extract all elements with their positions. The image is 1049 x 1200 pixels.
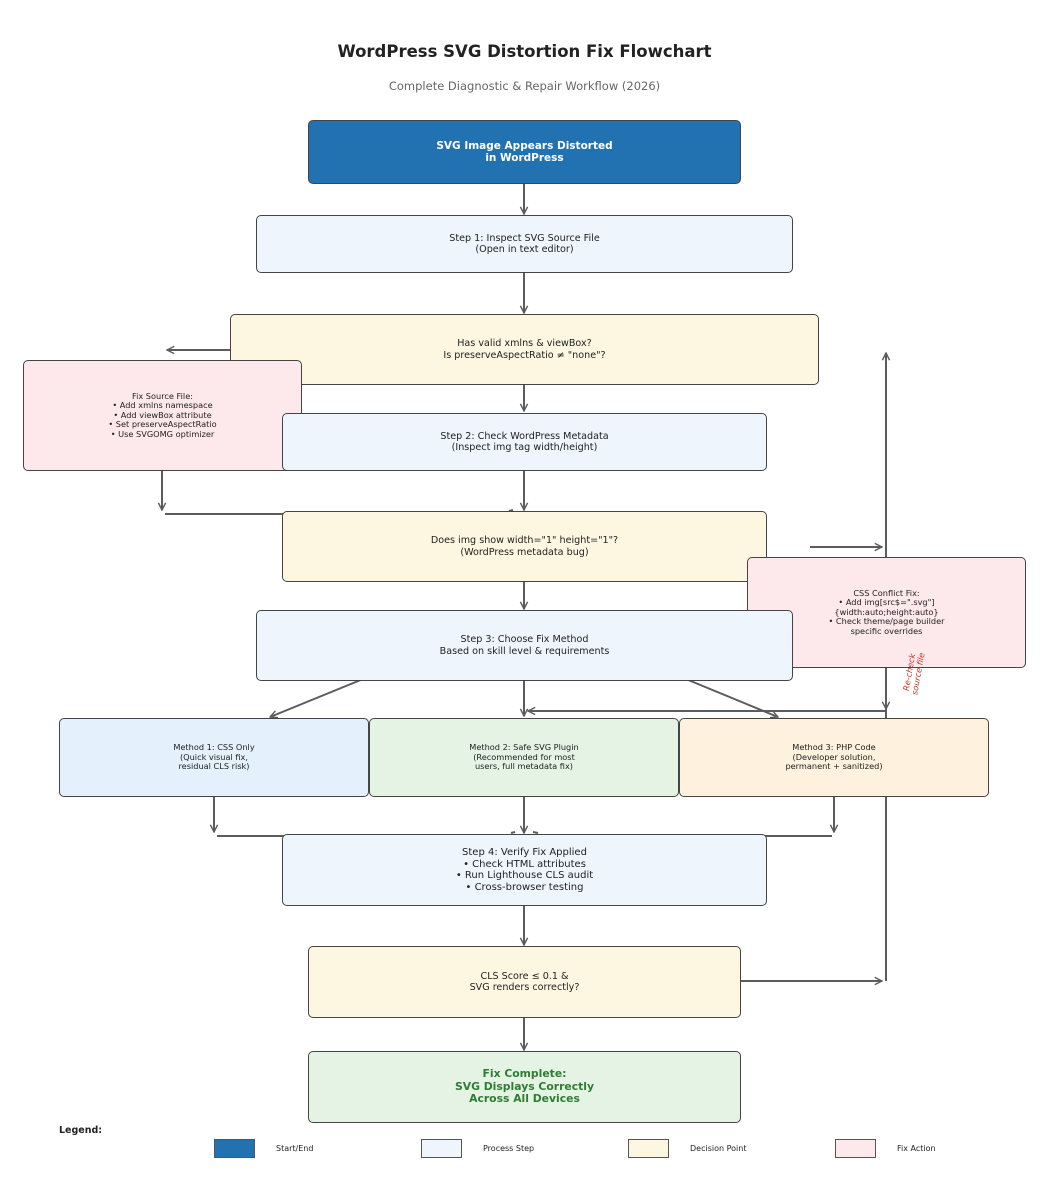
node-step4-label: Step 4: Verify Fix Applied • Check HTML … — [455, 847, 594, 893]
line-merge-tick-left — [510, 831, 516, 834]
legend-swatch-process — [421, 1139, 462, 1158]
node-fix-source-label: Fix Source File: • Add xmlns namespace •… — [108, 390, 217, 439]
arrow-step3-to-method1 — [270, 676, 369, 717]
node-end-label: Fix Complete: SVG Displays Correctly Acr… — [454, 1067, 595, 1106]
node-step1-label: Step 1: Inspect SVG Source File (Open in… — [449, 232, 600, 255]
legend-title: Legend: — [59, 1125, 103, 1136]
node-decision3: CLS Score ≤ 0.1 & SVG renders correctly? — [308, 946, 741, 1018]
legend-label-fix: Fix Action — [897, 1144, 936, 1153]
node-start-label: SVG Image Appears Distorted in WordPress — [436, 139, 613, 164]
legend-swatch-start-end — [214, 1139, 255, 1158]
node-decision2: Does img show width="1" height="1"? (Wor… — [282, 511, 767, 582]
node-step4: Step 4: Verify Fix Applied • Check HTML … — [282, 834, 767, 906]
node-css-fix-label: CSS Conflict Fix: • Add img[src$=".svg"]… — [828, 587, 945, 636]
node-step3: Step 3: Choose Fix Method Based on skill… — [256, 610, 793, 681]
node-css-fix: CSS Conflict Fix: • Add img[src$=".svg"]… — [747, 557, 1026, 668]
legend-label-decision: Decision Point — [690, 1144, 747, 1153]
legend-label-process: Process Step — [483, 1144, 535, 1153]
node-method1: Method 1: CSS Only (Quick visual fix, re… — [59, 718, 369, 797]
node-fix-source: Fix Source File: • Add xmlns namespace •… — [23, 360, 302, 471]
node-method2-label: Method 2: Safe SVG Plugin (Recommended f… — [469, 742, 579, 772]
legend-swatch-decision — [628, 1139, 669, 1158]
node-start: SVG Image Appears Distorted in WordPress — [308, 120, 741, 184]
node-step1: Step 1: Inspect SVG Source File (Open in… — [256, 215, 793, 273]
legend-label-start-end: Start/End — [276, 1144, 314, 1153]
legend-swatch-fix — [835, 1139, 876, 1158]
line-fix-source-return-tick — [508, 509, 514, 512]
node-method3: Method 3: PHP Code (Developer solution, … — [679, 718, 989, 797]
node-method3-label: Method 3: PHP Code (Developer solution, … — [785, 742, 883, 772]
line-merge-tick-right — [532, 831, 539, 834]
node-decision3-label: CLS Score ≤ 0.1 & SVG renders correctly? — [469, 970, 580, 993]
chart-title: WordPress SVG Distortion Fix Flowchart — [337, 42, 712, 61]
chart-subtitle: Complete Diagnostic & Repair Workflow (2… — [388, 79, 661, 93]
node-end: Fix Complete: SVG Displays Correctly Acr… — [308, 1051, 741, 1123]
node-decision1: Has valid xmlns & viewBox? Is preserveAs… — [230, 314, 819, 385]
node-step3-label: Step 3: Choose Fix Method Based on skill… — [439, 634, 610, 657]
node-decision1-label: Has valid xmlns & viewBox? Is preserveAs… — [443, 338, 606, 361]
node-step2: Step 2: Check WordPress Metadata (Inspec… — [282, 413, 767, 471]
node-step2-label: Step 2: Check WordPress Metadata (Inspec… — [440, 430, 609, 453]
node-decision2-label: Does img show width="1" height="1"? (Wor… — [430, 535, 619, 558]
node-method1-label: Method 1: CSS Only (Quick visual fix, re… — [173, 742, 255, 772]
node-method2: Method 2: Safe SVG Plugin (Recommended f… — [369, 718, 679, 797]
